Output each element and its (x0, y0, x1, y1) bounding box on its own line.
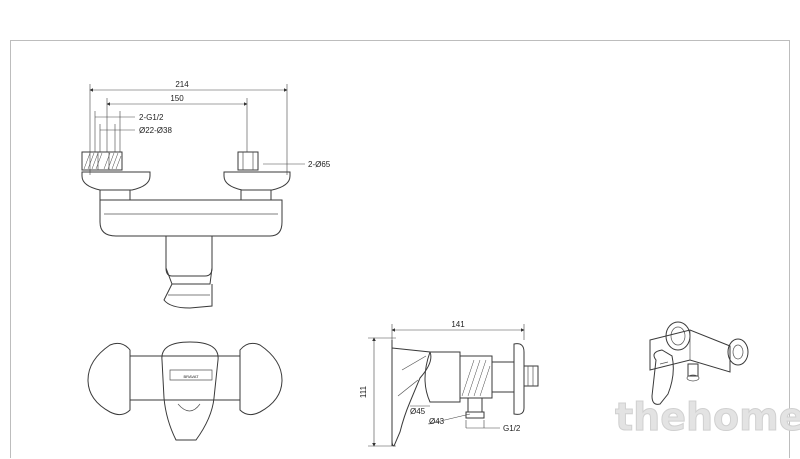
top-view (87, 341, 283, 441)
dim-text-141: 141 (451, 320, 465, 329)
dim-text-150: 150 (170, 94, 184, 103)
dim-text-d43: Ø43 (429, 417, 445, 426)
front-view (81, 84, 305, 309)
drawing-frame (10, 40, 790, 458)
side-view (368, 324, 539, 447)
watermark-text: thehome (615, 395, 800, 440)
dim-text-adjust: Ø22-Ø38 (139, 126, 172, 135)
dim-text-d45: Ø45 (410, 407, 426, 416)
dim-text-214: 214 (175, 80, 189, 89)
dim-text-thread: 2-G1/2 (139, 113, 164, 122)
dim-text-flange: 2-Ø65 (308, 160, 331, 169)
dim-text-outlet: G1/2 (503, 424, 521, 433)
dim-text-111: 111 (359, 385, 368, 398)
isometric-view (649, 321, 749, 405)
brand-mark: BRAVAT (183, 374, 199, 379)
